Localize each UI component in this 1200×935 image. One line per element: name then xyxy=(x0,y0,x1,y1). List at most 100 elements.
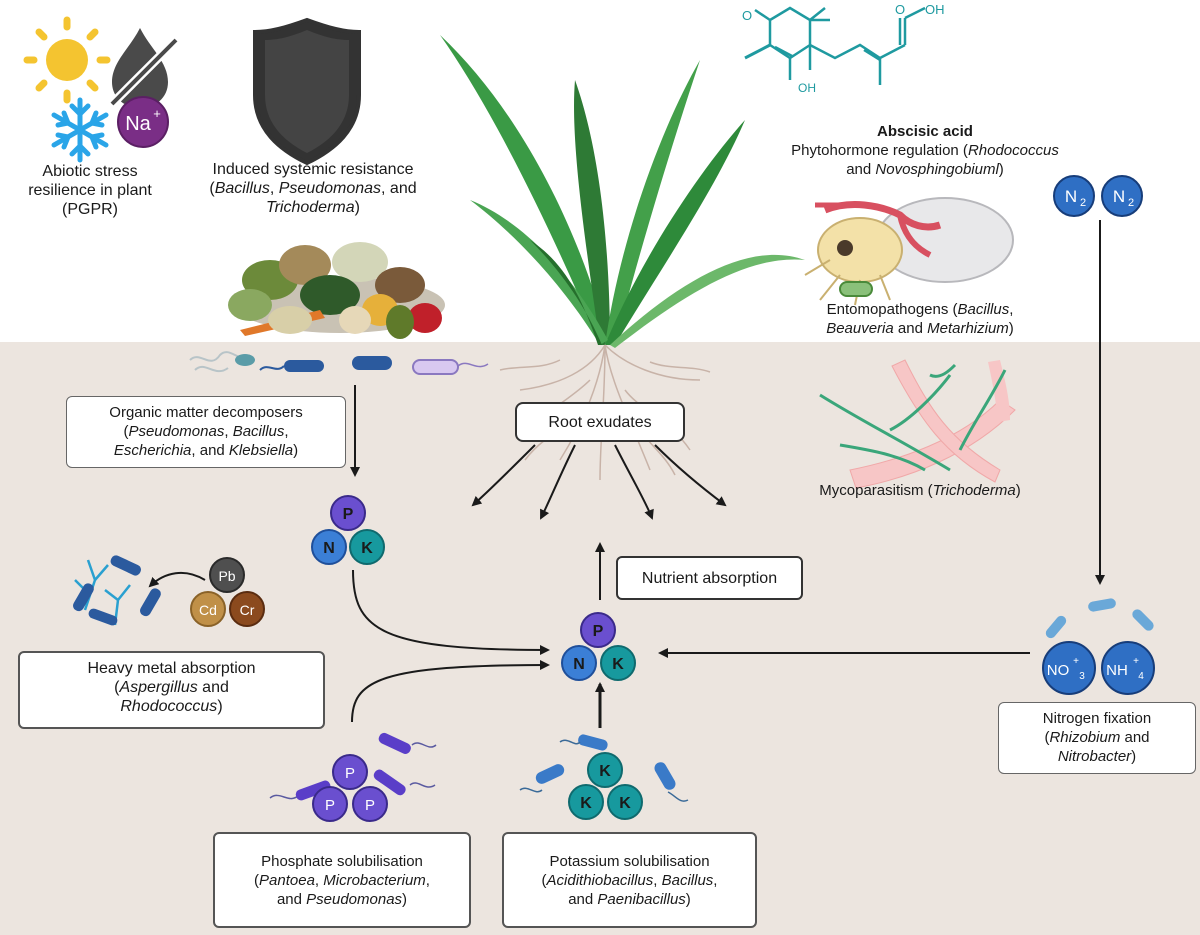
abscisic-acid-label: Abscisic acid Phytohormone regulation (R… xyxy=(770,122,1080,179)
n2-symbol-2: N xyxy=(1113,187,1125,206)
snowflake-icon xyxy=(51,97,109,163)
ring-hydroxyl-label: OH xyxy=(798,81,816,95)
abscisic-acid-structure xyxy=(744,6,926,85)
entomo-line-1: Entomopathogens ( xyxy=(826,301,958,318)
nitrogen-genus-2: Nitrobacter xyxy=(1057,748,1132,765)
isr-genus-1: Bacillus xyxy=(214,180,270,197)
entomo-genus-1: Bacillus xyxy=(957,301,1010,318)
phosphate-genus-2: Microbacterium xyxy=(323,872,426,889)
entomo-genus-2: Beauveria xyxy=(826,320,894,337)
isr-sep-1: , xyxy=(269,180,279,197)
mycoparasitism-label: Mycoparasitism (Trichoderma) xyxy=(770,481,1070,500)
nutrient-absorption-text: Nutrient absorption xyxy=(641,569,778,587)
potassium-line-1: Potassium solubilisation xyxy=(549,853,710,870)
sodium-symbol: Na xyxy=(125,113,151,135)
organic-sep-3: , and xyxy=(191,442,229,459)
nitrogen-bacteria-icon xyxy=(1045,598,1154,639)
abscisic-line-2: Phytohormone regulation ( xyxy=(791,142,968,159)
n2-sub-1: 2 xyxy=(1080,197,1086,209)
potassium-bacteria-icon xyxy=(519,734,689,802)
isr-genus-3: Trichoderma xyxy=(266,199,355,216)
npk-k-symbol: K xyxy=(361,540,373,557)
phosphate-genus-1: Pantoea xyxy=(259,872,315,889)
ketone-oxygen-label: O xyxy=(742,8,752,23)
isr-sep-2: , and xyxy=(381,180,417,197)
npk-cluster-center: P N K xyxy=(561,612,636,681)
organic-line-1: Organic matter decomposers xyxy=(109,404,303,421)
npk-p-symbol: P xyxy=(343,506,354,523)
myco-end: ) xyxy=(1015,482,1021,499)
phosphate-sep-3: and xyxy=(276,891,307,908)
isr-end: ) xyxy=(354,199,360,216)
plant-icon xyxy=(440,35,805,348)
nitrogen-line-1: Nitrogen fixation xyxy=(1042,710,1152,727)
myco-text: Mycoparasitism ( xyxy=(819,482,933,499)
n2-sub-2: 2 xyxy=(1128,197,1134,209)
acid-oxygen-label: O xyxy=(895,2,905,17)
nitrogen-end: ) xyxy=(1131,748,1137,765)
entomo-genus-3: Metarhizium xyxy=(927,320,1009,337)
phosphate-arrow xyxy=(351,660,550,723)
potassium-genus-3: Paenibacillus xyxy=(597,891,686,908)
chromium-symbol: Cr xyxy=(240,602,255,618)
sodium-ion-icon: Na + xyxy=(117,96,169,148)
root-exudates-box: Root exudates xyxy=(515,402,685,442)
abiotic-line-2: resilience in plant xyxy=(28,182,152,199)
center-k-symbol: K xyxy=(612,656,624,673)
potassium-k3: K xyxy=(619,795,631,812)
decomposer-bacteria-icon xyxy=(189,351,489,375)
potassium-k1: K xyxy=(599,763,611,780)
phosphate-sep-1: , xyxy=(314,872,324,889)
isr-genus-2: Pseudomonas xyxy=(278,180,382,197)
myco-genus: Trichoderma xyxy=(932,482,1016,499)
entomo-end: ) xyxy=(1008,320,1014,337)
acid-hydroxyl-label: OH xyxy=(925,2,945,17)
organic-sep-2: , xyxy=(284,423,289,440)
isr-line-1: Induced systemic resistance xyxy=(212,161,414,178)
nutrient-absorption-box: Nutrient absorption xyxy=(616,556,803,600)
nitrogen-genus-1: Rhizobium xyxy=(1049,729,1121,746)
organic-genus-4: Klebsiella xyxy=(228,442,294,459)
no-water-icon xyxy=(108,28,180,108)
nitrogen-paren: ( xyxy=(1044,729,1050,746)
organic-genus-1: Pseudomonas xyxy=(128,423,225,440)
potassium-end: ) xyxy=(685,891,691,908)
entomo-sep-1: , xyxy=(1009,301,1014,318)
isr-paren: ( xyxy=(209,180,215,197)
entomo-sep-2: and xyxy=(893,320,928,337)
potassium-sep-3: and xyxy=(568,891,598,908)
root-exudates-text: Root exudates xyxy=(548,413,652,431)
organic-end: ) xyxy=(293,442,299,459)
organic-genus-2: Bacillus xyxy=(232,423,285,440)
ammonium-charge: + xyxy=(1133,656,1139,667)
abiotic-line-3: (PGPR) xyxy=(62,201,118,218)
potassium-sep-1: , xyxy=(653,872,662,889)
abiotic-stress-label: Abiotic stress resilience in plant (PGPR… xyxy=(15,162,165,219)
abscisic-genus-1: Rhodococcus xyxy=(967,142,1059,159)
npk-n-symbol: N xyxy=(323,540,335,557)
sun-icon xyxy=(23,16,111,104)
sodium-charge: + xyxy=(153,106,161,121)
potassium-genus-1: Acidithiobacillus xyxy=(546,872,654,889)
nitrogen-sep: and xyxy=(1120,729,1150,746)
phosphate-p3: P xyxy=(365,797,375,814)
cadmium-symbol: Cd xyxy=(199,602,217,618)
mycoparasitism-icon xyxy=(819,359,1016,489)
heavy-genus-1: Aspergillus xyxy=(119,679,198,696)
root-exudate-arrows xyxy=(471,444,727,520)
isr-label: Induced systemic resistance (Bacillus, P… xyxy=(183,160,443,217)
phosphate-bacteria-icon xyxy=(269,732,437,801)
nitrate-symbol: NO xyxy=(1047,662,1070,679)
heavy-metal-arrow xyxy=(148,571,206,588)
potassium-paren: ( xyxy=(541,872,547,889)
potassium-sep-2: , xyxy=(713,872,718,889)
phosphate-genus-3: Pseudomonas xyxy=(306,891,403,908)
phosphate-line-1: Phosphate solubilisation xyxy=(261,853,423,870)
nitrate-sub: 3 xyxy=(1079,671,1085,682)
organic-sep-1: , xyxy=(224,423,233,440)
nitrogen-fixation-box: Nitrogen fixation (Rhizobium and Nitroba… xyxy=(998,702,1196,774)
npk-cluster-top: P N K xyxy=(311,495,385,565)
heavy-metal-bacteria-icon xyxy=(72,555,161,626)
phosphate-p1: P xyxy=(345,765,355,782)
